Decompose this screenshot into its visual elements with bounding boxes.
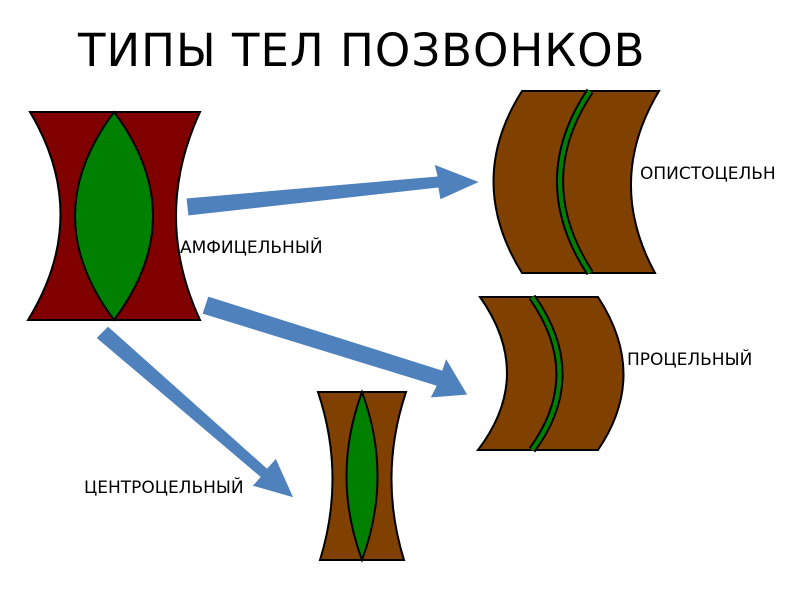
procoelous-body <box>475 296 625 451</box>
centrocoelous-notochord <box>345 389 379 563</box>
opisthocoelous-body <box>492 90 661 274</box>
amphicoelous-label: АМФИЦЕЛЬНЫЙ <box>180 238 323 258</box>
arrow-to-centrocoelous <box>95 325 295 499</box>
opisthocoelous-vertebra <box>492 88 661 276</box>
opisthocoelous-label: ОПИСТОЦЕЛЬН <box>640 164 776 184</box>
procoelous-label: ПРОЦЕЛЬНЫЙ <box>627 350 753 370</box>
diagram-title: ТИПЫ ТЕЛ ПОЗВОНКОВ <box>78 24 646 77</box>
arrow-to-opisthocoelous <box>185 163 482 217</box>
procoelous-vertebra <box>475 294 625 453</box>
amphicoelous-vertebra <box>26 110 202 322</box>
amphicoelous-notochord <box>74 110 154 322</box>
centrocoelous-label: ЦЕНТРОЦЕЛЬНЫЙ <box>84 478 244 498</box>
centrocoelous-vertebra <box>316 389 408 563</box>
arrow-to-procoelous <box>201 295 469 399</box>
